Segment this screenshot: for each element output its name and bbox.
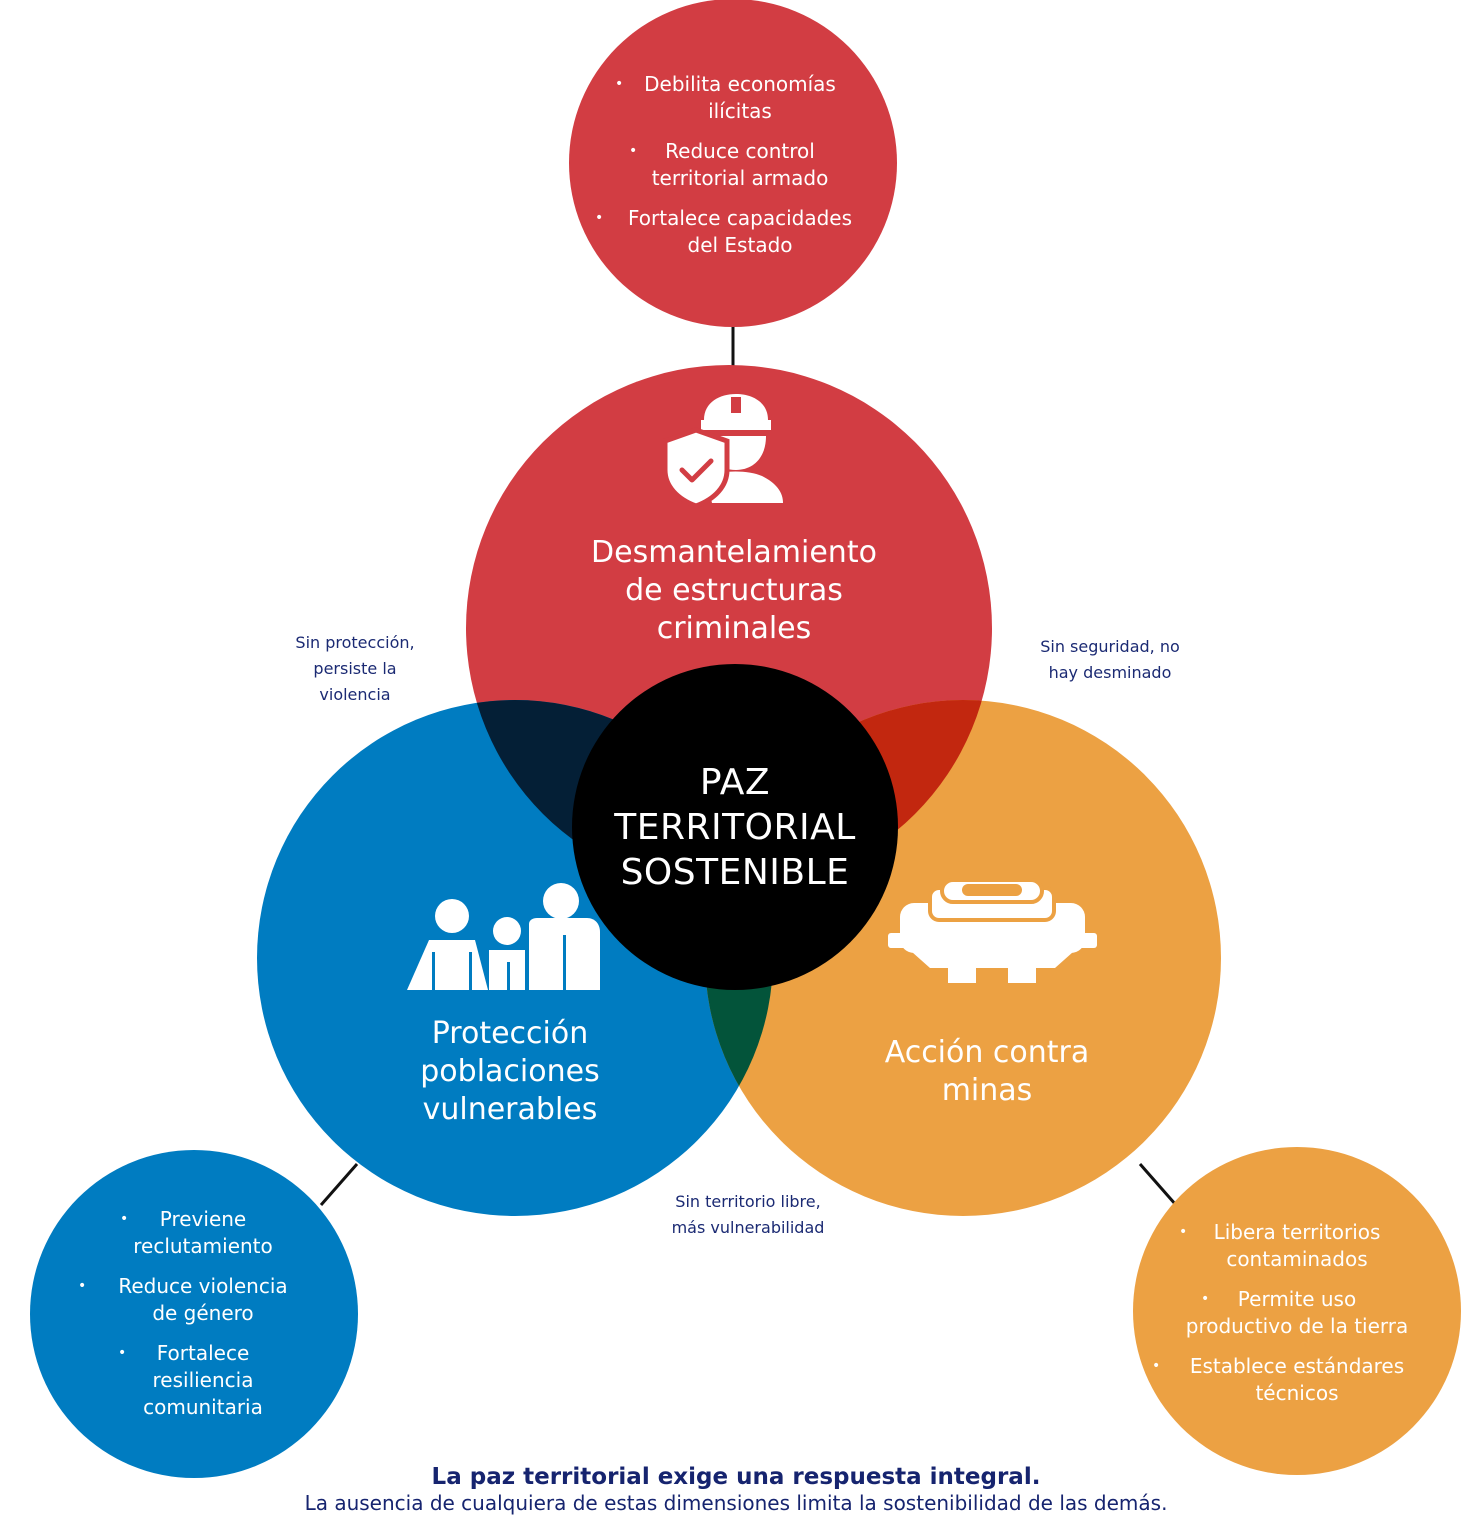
bullet-line: Reduce violencia xyxy=(118,1274,288,1298)
bullet-dot-icon: • xyxy=(615,76,624,92)
bullet-dot-icon: • xyxy=(78,1278,87,1294)
bullet-dot-icon: • xyxy=(118,1345,127,1361)
bullet-line: Libera territorios xyxy=(1213,1220,1381,1244)
right-detail-circle xyxy=(1133,1147,1461,1475)
link-note-territory: Sin territorio libre, más vulnerabilidad xyxy=(650,1189,846,1241)
top-bullet-list: • Debilita economías ilícitas • Reduce cont… xyxy=(595,71,885,259)
bullet-dot-icon: • xyxy=(629,143,638,159)
bullet-line: técnicos xyxy=(1255,1381,1339,1405)
bullet-item: • Debilita economías ilícitas xyxy=(595,71,885,125)
bullet-item: • Fortalece capacidades del Estado xyxy=(595,205,885,259)
note-line: Sin seguridad, no xyxy=(1040,637,1180,656)
orange-dimension-label: Acción contra minas xyxy=(817,1034,1157,1110)
bullet-line: reclutamiento xyxy=(133,1234,273,1258)
connector-right xyxy=(1138,1163,1178,1206)
red-dimension-label: Desmantelamiento de estructuras criminal… xyxy=(529,534,939,648)
label-line: minas xyxy=(941,1073,1033,1108)
footer-subtitle: La ausencia de cualquiera de estas dimen… xyxy=(304,1491,1168,1515)
left-bullet-list: • Previene reclutamiento • Reduce violencia… xyxy=(68,1206,338,1421)
bullet-line: Previene xyxy=(159,1207,247,1231)
link-note-security: Sin seguridad, no hay desminado xyxy=(1020,634,1200,686)
center-line: PAZ xyxy=(699,762,771,803)
center-label: PAZ TERRITORIAL SOSTENIBLE xyxy=(585,760,885,895)
bullet-dot-icon: • xyxy=(120,1211,129,1227)
note-line: persiste la xyxy=(313,659,397,678)
label-line: de estructuras xyxy=(625,573,843,608)
bullet-line: Permite uso xyxy=(1237,1287,1357,1311)
landmine-icon xyxy=(888,878,1097,983)
note-line: más vulnerabilidad xyxy=(671,1218,825,1237)
label-line: Acción contra xyxy=(884,1035,1090,1070)
bullet-line: contaminados xyxy=(1226,1247,1368,1271)
bullet-line: Establece estándares xyxy=(1189,1354,1405,1378)
note-line: hay desminado xyxy=(1048,663,1172,682)
bullet-dot-icon: • xyxy=(1179,1224,1188,1240)
link-note-protection: Sin protección, persiste la violencia xyxy=(270,630,440,708)
bullet-item: • Libera territorios contaminados xyxy=(1152,1219,1442,1273)
bullet-item: • Reduce violencia de género xyxy=(68,1273,338,1327)
worker-shield-icon xyxy=(662,394,783,509)
bullet-line: Fortalece xyxy=(156,1341,250,1365)
bullet-line: Debilita economías xyxy=(644,72,836,96)
bullet-item: • Fortalece resiliencia comunitaria xyxy=(68,1340,338,1421)
bullet-line: resiliencia xyxy=(152,1368,254,1392)
center-circle xyxy=(572,664,898,990)
bullet-line: Reduce control xyxy=(665,139,815,163)
bullet-item: • Reduce control territorial armado xyxy=(595,138,885,192)
label-line: criminales xyxy=(656,611,812,646)
bullet-line: ilícitas xyxy=(708,99,772,123)
bullet-dot-icon: • xyxy=(1152,1358,1161,1374)
bullet-item: • Permite uso productivo de la tierra xyxy=(1152,1286,1442,1340)
bullet-line: Fortalece capacidades xyxy=(628,206,852,230)
label-line: vulnerables xyxy=(422,1092,598,1127)
family-icon xyxy=(407,883,600,990)
bullet-line: comunitaria xyxy=(143,1395,263,1419)
bullet-dot-icon: • xyxy=(595,210,604,226)
connector-left xyxy=(319,1163,359,1206)
bullet-line: de género xyxy=(152,1301,254,1325)
label-line: Desmantelamiento xyxy=(591,535,877,570)
left-detail-circle xyxy=(30,1150,358,1478)
note-line: violencia xyxy=(319,685,391,704)
footer-title: La paz territorial exige una respuesta i… xyxy=(431,1464,1041,1490)
top-detail-circle xyxy=(569,0,897,327)
bullet-dot-icon: • xyxy=(1201,1291,1210,1307)
blue-dimension-label: Protección poblaciones vulnerables xyxy=(330,1015,690,1129)
bullet-item: • Previene reclutamiento xyxy=(68,1206,338,1260)
note-line: Sin protección, xyxy=(295,633,415,652)
label-line: poblaciones xyxy=(420,1054,600,1089)
bullet-line: territorial armado xyxy=(651,166,829,190)
bullet-line: productivo de la tierra xyxy=(1185,1314,1409,1338)
note-line: Sin territorio libre, xyxy=(675,1192,821,1211)
bullet-line: del Estado xyxy=(687,233,793,257)
bullet-item: • Establece estándares técnicos xyxy=(1152,1353,1442,1407)
center-line: SOSTENIBLE xyxy=(620,852,850,893)
center-line: TERRITORIAL xyxy=(614,807,856,848)
right-bullet-list: • Libera territorios contaminados • Permite… xyxy=(1152,1219,1442,1407)
label-line: Protección xyxy=(431,1016,589,1051)
